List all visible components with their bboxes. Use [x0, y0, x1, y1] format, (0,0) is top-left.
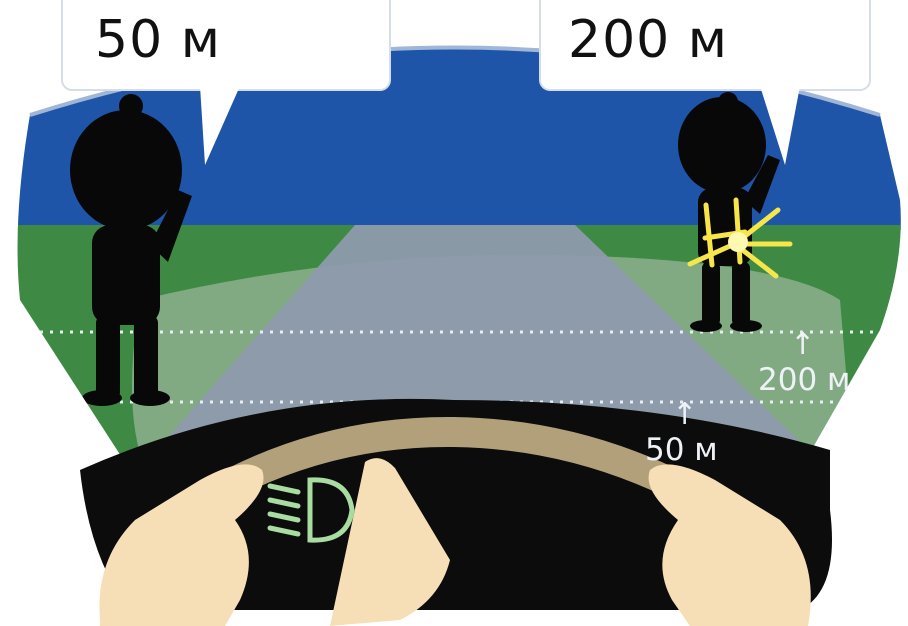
road-mark-200: 200 м — [758, 362, 850, 398]
arrow-up-icon: ↑ — [672, 400, 697, 430]
flash-center — [728, 232, 748, 252]
road-mark-50: 50 м — [645, 432, 718, 468]
arrow-up-icon: ↑ — [790, 330, 815, 360]
bubble-left-label: 50 м — [95, 10, 221, 70]
bubble-right-label: 200 м — [568, 10, 728, 70]
